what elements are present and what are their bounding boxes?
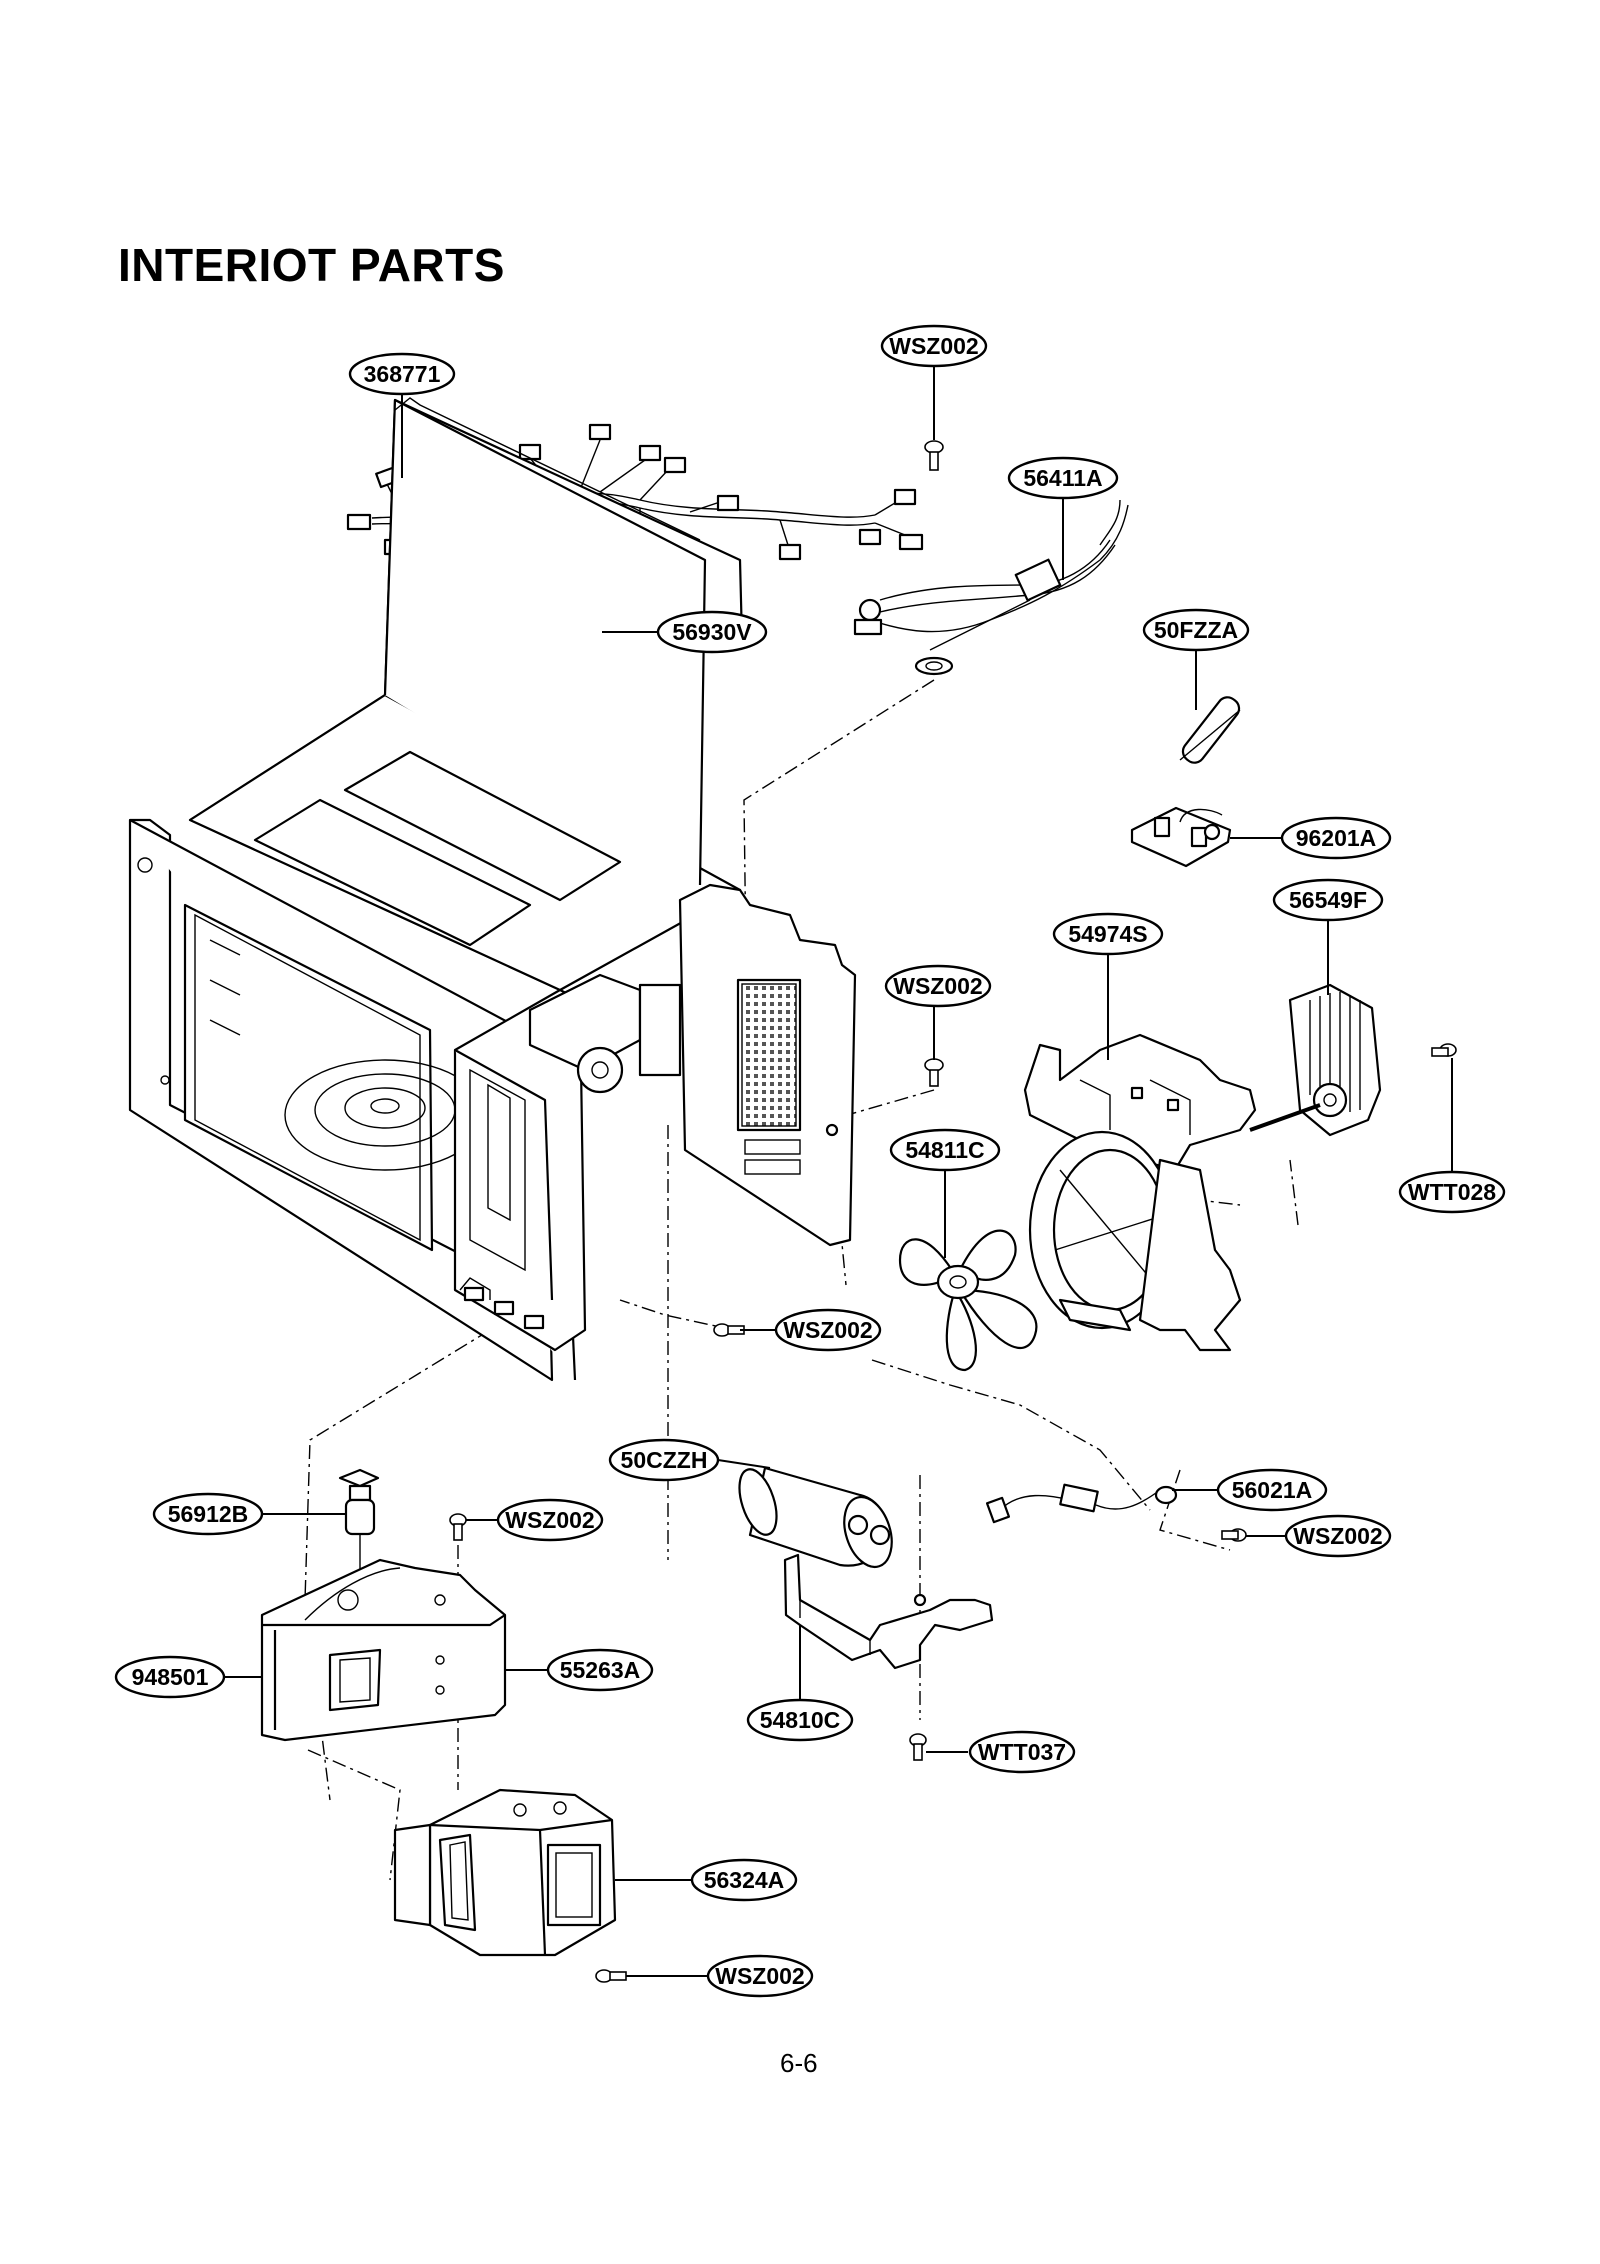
callout-56021a: 56021A [1216, 1468, 1328, 1512]
callout-label: WSZ002 [783, 1317, 872, 1343]
callout-wsz002-top: WSZ002 [880, 324, 988, 368]
callout-948501: 948501 [114, 1655, 226, 1699]
callout-368771: 368771 [348, 352, 456, 396]
screw-icon-bracket [909, 1733, 927, 1761]
vent-grille [741, 983, 797, 1127]
page-number: 6-6 [780, 2048, 818, 2078]
screw-icon-fan-motor [1431, 1043, 1457, 1057]
callout-wsz002-mid: WSZ002 [884, 964, 992, 1008]
fan-bracket-drawing [1023, 1033, 1257, 1352]
callout-label: WSZ002 [1293, 1523, 1382, 1549]
fuse-drawing [1179, 696, 1241, 764]
fan-motor-drawing [1249, 983, 1382, 1137]
callout-50czzh: 50CZZH [608, 1438, 720, 1482]
callout-wsz002-magnetron: WSZ002 [706, 1954, 814, 1998]
transformer-drawing [260, 1558, 507, 1742]
screw-icon-top [924, 440, 944, 471]
page-title: INTERIOT PARTS [118, 239, 505, 291]
callout-54811c: 54811C [889, 1128, 1001, 1172]
callout-wtt037: WTT037 [968, 1730, 1076, 1774]
callout-wsz002-diode: WSZ002 [1284, 1514, 1392, 1558]
magnetron-drawing [393, 1788, 617, 1957]
callout-label: 50CZZH [621, 1447, 708, 1473]
callout-label: WSZ002 [505, 1507, 594, 1533]
callout-56912b: 56912B [152, 1492, 264, 1536]
callout-54974s: 54974S [1052, 912, 1164, 956]
callout-50fzza: 50FZZA [1142, 608, 1250, 652]
screw-icon-diode [1221, 1528, 1247, 1542]
callout-96201a: 96201A [1280, 816, 1392, 860]
capacitor-drawing [738, 1466, 893, 1569]
thermal-cutout-drawing [338, 1468, 380, 1575]
fuse-holder-drawing [1130, 806, 1232, 868]
callout-56930v: 56930V [656, 610, 768, 654]
callout-wsz002-transformer: WSZ002 [496, 1498, 604, 1542]
screw-icon-transformer [449, 1513, 467, 1541]
callout-label: 56930V [672, 619, 752, 645]
callout-wsz002-cavity: WSZ002 [774, 1308, 882, 1352]
cavity-drawing [128, 397, 857, 1382]
diode-drawing [985, 1483, 1178, 1524]
callout-wtt028: WTT028 [1398, 1170, 1506, 1214]
callout-label: 54810C [760, 1707, 841, 1733]
callout-55263a: 55263A [546, 1648, 654, 1692]
callout-56324a: 56324A [690, 1858, 798, 1902]
fan-blade-drawing [898, 1229, 1038, 1372]
callout-56411a: 56411A [1007, 456, 1119, 500]
callout-label: WSZ002 [893, 973, 982, 999]
callout-label: 56021A [1232, 1477, 1313, 1503]
callout-label: 54974S [1068, 921, 1147, 947]
callout-label: 50FZZA [1154, 617, 1238, 643]
capacitor-bracket-drawing [783, 1553, 994, 1670]
screw-icon-mid [924, 1058, 944, 1087]
callout-56549f: 56549F [1272, 878, 1384, 922]
callout-label: 55263A [560, 1657, 641, 1683]
callout-label: WTT037 [978, 1739, 1066, 1765]
wire-56411a-drawing [853, 499, 1129, 676]
screw-icon-cavity [713, 1323, 745, 1337]
screw-icon-magnetron [595, 1969, 627, 1983]
callout-label: 368771 [364, 361, 441, 387]
callout-label: 96201A [1296, 825, 1377, 851]
callout-label: 56411A [1023, 465, 1102, 491]
callout-label: 56912B [168, 1501, 249, 1527]
callout-label: WTT028 [1408, 1179, 1496, 1205]
callout-label: 54811C [905, 1137, 984, 1163]
callout-54810c: 54810C [746, 1698, 854, 1742]
callout-label: WSZ002 [889, 333, 978, 359]
leader-lines [224, 366, 1453, 1977]
callout-label: 56324A [704, 1867, 785, 1893]
callout-label: WSZ002 [715, 1963, 804, 1989]
callout-label: 56549F [1289, 887, 1367, 913]
callout-label: 948501 [132, 1664, 209, 1690]
